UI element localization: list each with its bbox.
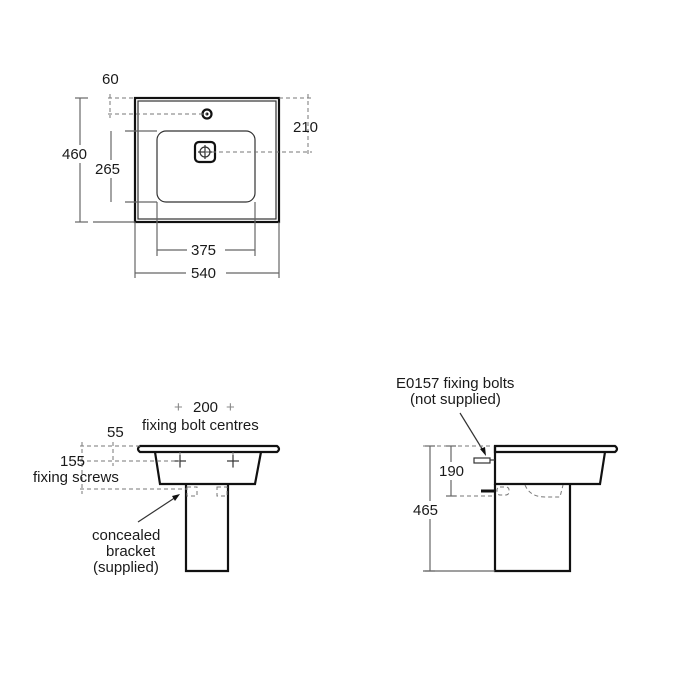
dim-waste-offset: 210 — [293, 119, 318, 136]
basin-outline — [133, 96, 281, 224]
dim-bolt-height: 190 — [439, 463, 464, 480]
plan-view: 60 460 265 210 375 540 — [62, 71, 318, 282]
bracket-label-line1: concealed — [92, 527, 160, 544]
side-view: E0157 fixing bolts (not supplied) 190 46… — [396, 375, 619, 573]
fixing-bolt-upper-icon — [473, 457, 495, 464]
front-view: + 200 + fixing bolt centres 55 155 fixin… — [33, 399, 281, 576]
dim-total-height: 465 — [413, 502, 438, 519]
dim-bolt-centres: 200 — [193, 399, 218, 416]
dim-top: 55 — [107, 424, 124, 441]
dim-screws: 155 — [60, 453, 85, 470]
dim-depth-total: 460 — [62, 146, 87, 163]
screws-label: fixing screws — [33, 469, 119, 486]
basin-top — [136, 444, 281, 454]
pedestal-side — [493, 484, 572, 573]
bracket-label-line2: bracket — [106, 543, 156, 560]
bowl-outline — [156, 130, 256, 203]
dim-bowl-width: 375 — [191, 242, 216, 259]
bolt-centres-label: fixing bolt centres — [142, 417, 259, 434]
pedestal — [184, 484, 230, 573]
trap-outline — [524, 484, 564, 498]
dim-width-total: 540 — [191, 265, 216, 282]
basin-top-side — [493, 444, 619, 454]
bracket-right — [216, 486, 228, 497]
bracket-left — [186, 486, 198, 497]
svg-text:+: + — [226, 399, 235, 416]
basin-body-side — [493, 446, 607, 486]
dim-bowl-depth: 265 — [95, 161, 120, 178]
bolts-label-line2: (not supplied) — [410, 391, 501, 408]
basin-body — [153, 451, 263, 486]
bolt-right-icon — [227, 452, 239, 468]
bolt-left-icon — [174, 452, 186, 468]
svg-text:+: + — [174, 399, 183, 416]
basin-rim — [137, 100, 277, 220]
dim-tap-offset: 60 — [102, 71, 119, 88]
bracket-label-line3: (supplied) — [93, 559, 159, 576]
bolts-label-line1: E0157 fixing bolts — [396, 375, 514, 392]
